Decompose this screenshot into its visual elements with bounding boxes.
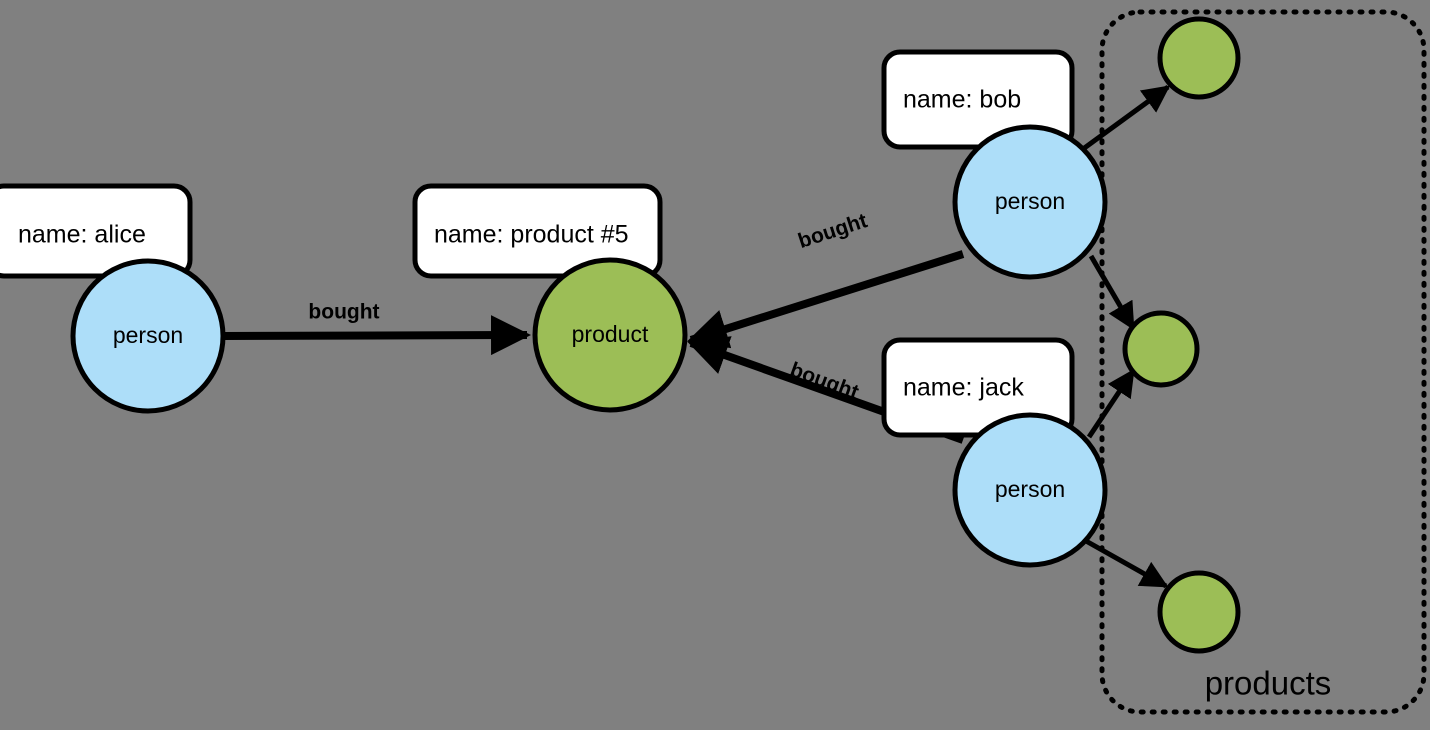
node-alice-label: person xyxy=(113,322,183,348)
node-jack-circle xyxy=(952,412,1108,568)
property-box-alice-text: name: alice xyxy=(18,221,146,249)
property-box-alice-rect xyxy=(0,183,193,279)
node-jack-label: person xyxy=(995,476,1065,502)
edge-jack-to-product-mid[interactable] xyxy=(1086,368,1136,439)
products-group[interactable] xyxy=(1099,9,1427,715)
products-group-label: products xyxy=(1205,665,1332,702)
edge-jack-to-product-bottom[interactable] xyxy=(1084,538,1169,589)
node-product5-circle xyxy=(532,257,688,413)
products-group-border xyxy=(1099,9,1427,715)
edge-label-jack-bought: bought xyxy=(787,358,862,404)
edge-bob-to-product-mid[interactable] xyxy=(1088,254,1136,331)
nodes-layer: person product person person xyxy=(70,16,1241,654)
edge-label-bob-bought: bought xyxy=(795,209,870,253)
property-box-product5[interactable]: name: product #5 xyxy=(412,183,663,279)
edge-bob-bought-product[interactable] xyxy=(687,250,965,349)
edges-layer xyxy=(223,84,1171,589)
node-bob-circle xyxy=(952,124,1108,280)
node-product-top[interactable] xyxy=(1157,16,1241,100)
node-product-mid[interactable] xyxy=(1122,310,1200,388)
edge-label-alice-bought: bought xyxy=(308,301,379,324)
property-box-alice[interactable]: name: alice xyxy=(0,183,193,279)
node-bob[interactable]: person xyxy=(952,124,1108,280)
node-product-bottom[interactable] xyxy=(1157,570,1241,654)
node-product5[interactable]: product xyxy=(532,257,688,413)
property-box-jack-text: name: jack xyxy=(903,374,1024,402)
node-bob-label: person xyxy=(995,188,1065,214)
edge-alice-bought-product[interactable] xyxy=(223,315,531,356)
edge-labels-layer: bought bought bought xyxy=(308,209,870,404)
edge-bob-to-product-top[interactable] xyxy=(1081,84,1171,152)
property-box-product5-text: name: product #5 xyxy=(434,221,629,249)
node-alice[interactable]: person xyxy=(70,258,226,414)
property-box-product5-rect xyxy=(412,183,663,279)
property-box-bob-text: name: bob xyxy=(903,86,1021,114)
node-product5-label: product xyxy=(572,321,649,347)
node-alice-circle xyxy=(70,258,226,414)
node-jack[interactable]: person xyxy=(952,412,1108,568)
